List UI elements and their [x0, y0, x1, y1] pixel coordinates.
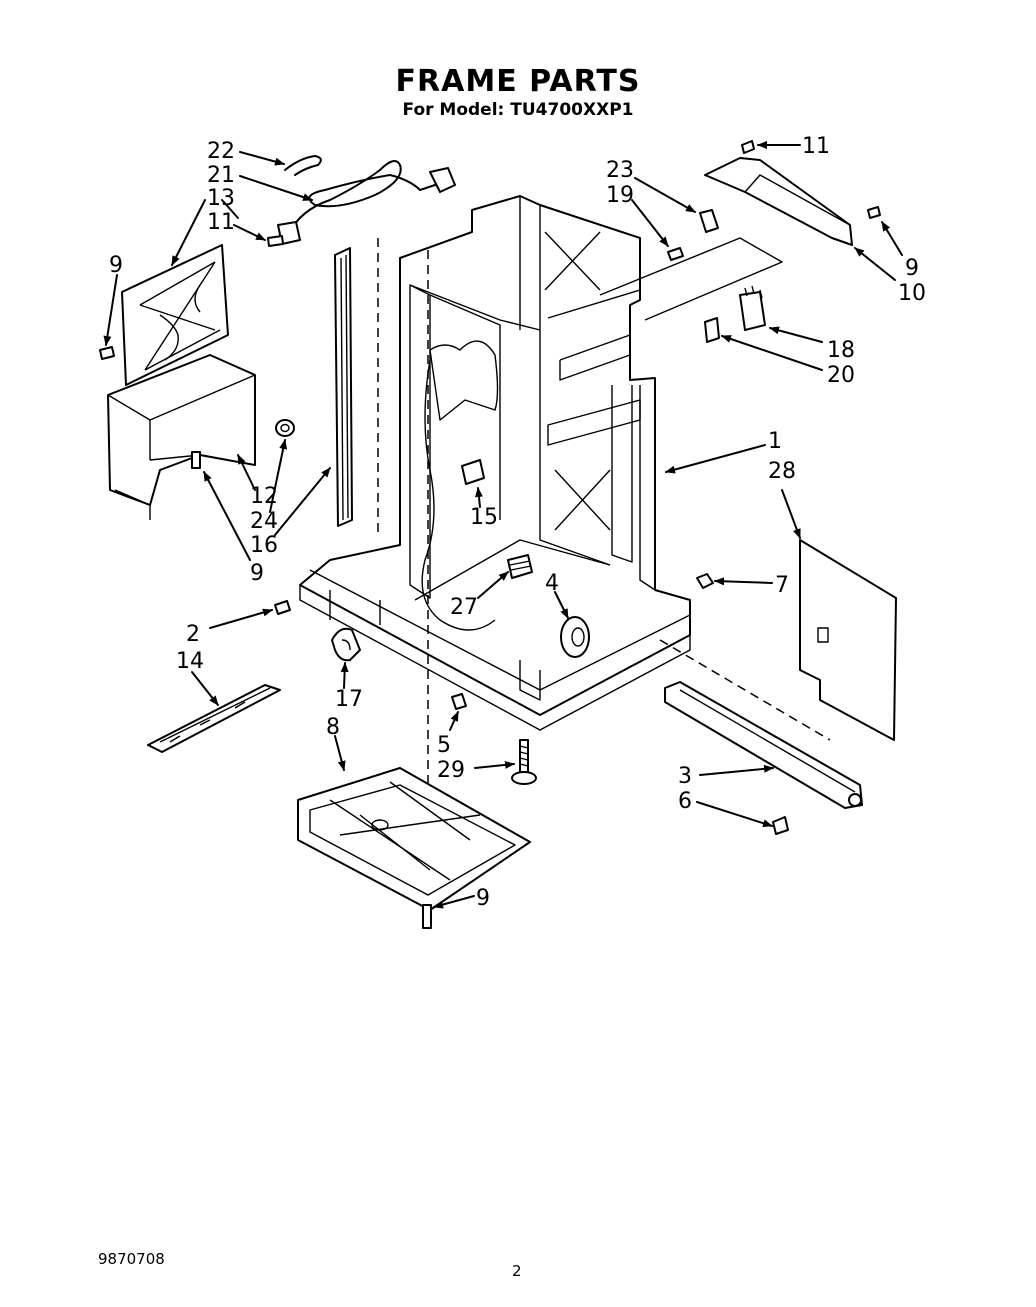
leader-lines: [103, 141, 903, 909]
grommet: [275, 419, 295, 437]
callout-label: 27: [450, 595, 478, 620]
side-panel: [799, 539, 897, 741]
page-title: FRAME PARTS: [395, 64, 641, 99]
fitting-27: [507, 554, 533, 579]
screw-icon: [274, 600, 291, 615]
callout-label: 19: [606, 183, 634, 208]
callout-label: 29: [437, 758, 465, 783]
screw-icon: [667, 247, 684, 261]
callout-label: 20: [827, 363, 855, 388]
callout-label: 9: [109, 253, 123, 278]
callout-label: 9: [476, 886, 490, 911]
insulation-pad: [147, 684, 281, 753]
callout-label: 17: [335, 687, 363, 712]
screw-icon: [191, 451, 201, 469]
alignment-line: [659, 639, 831, 741]
callout-label: 15: [470, 505, 498, 530]
cord-clip: [284, 155, 322, 176]
screw-icon: [99, 346, 115, 360]
callout-label: 13: [207, 186, 235, 211]
callout-label: 21: [207, 163, 235, 188]
callout-label: 10: [898, 281, 926, 306]
screw-icon: [267, 235, 284, 247]
callout-label: 1: [768, 429, 782, 454]
power-cord: [277, 160, 456, 245]
page-number: 2: [512, 1262, 522, 1280]
screw-icon: [699, 209, 719, 233]
callout-label: 4: [545, 571, 559, 596]
callout-label: 23: [606, 158, 634, 183]
callout-label: 2: [186, 622, 200, 647]
callout-label: 14: [176, 649, 204, 674]
callout-label: 9: [250, 561, 264, 586]
callout-label: 8: [326, 715, 340, 740]
callout-label: 12: [250, 484, 278, 509]
base-pan: [297, 767, 531, 911]
callout-label: 3: [678, 764, 692, 789]
tub-frame: [299, 195, 691, 731]
callout-label: 6: [678, 789, 692, 814]
callout-label: 5: [437, 733, 451, 758]
nut-icon: [696, 573, 714, 589]
model-subtitle: For Model: TU4700XXP1: [402, 100, 634, 120]
leveling-leg: [511, 739, 537, 785]
screw-icon: [772, 816, 789, 835]
mount-4: [560, 616, 590, 658]
side-seal-strip: [334, 247, 353, 527]
switch-assembly: [599, 237, 783, 343]
document-number: 9870708: [98, 1250, 165, 1268]
callout-label: 7: [775, 573, 789, 598]
callout-label: 18: [827, 338, 855, 363]
left-panel: [121, 244, 229, 386]
top-bracket: [704, 157, 853, 246]
screw-icon: [422, 904, 432, 929]
component-15: [461, 459, 485, 485]
callout-label: 11: [802, 134, 830, 159]
callout-label: 9: [905, 256, 919, 281]
bottom-rail: [664, 681, 863, 809]
nut-icon: [451, 693, 467, 710]
screw-icon: [741, 140, 755, 154]
screw-icon: [867, 206, 881, 219]
callout-label: 24: [250, 509, 278, 534]
bracket-17: [331, 627, 361, 662]
callout-label: 11: [207, 210, 235, 235]
callout-label: 16: [250, 533, 278, 558]
callout-label: 22: [207, 139, 235, 164]
callout-label: 28: [768, 459, 796, 484]
